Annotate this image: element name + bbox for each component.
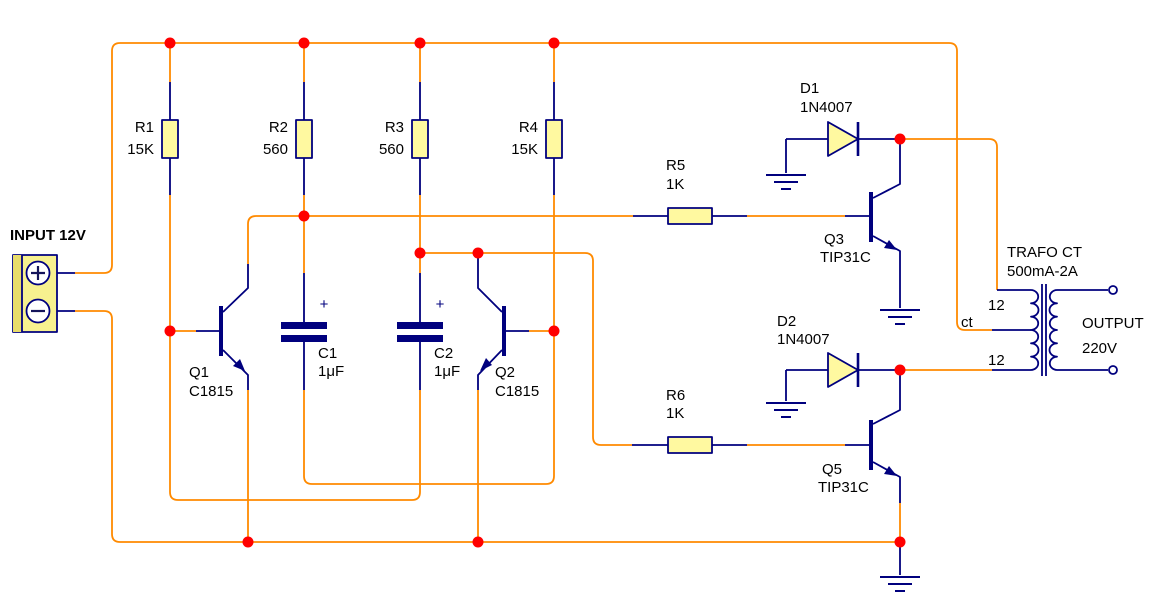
diode-D2-ref: D2: [777, 313, 796, 330]
resistor-R2-ref: R2: [269, 119, 288, 136]
resistor-R1-body: [161, 119, 179, 159]
resistor-R4-value: 15K: [511, 141, 538, 158]
resistor-R2-value: 560: [263, 141, 288, 158]
junction-dots: [164, 37, 906, 548]
resistor-R4-ref: R4: [519, 119, 538, 136]
output-label: OUTPUT: [1082, 315, 1144, 332]
transformer-primary-top-label: 12: [988, 297, 1005, 314]
capacitor-C2-value: 1μF: [434, 363, 460, 380]
ground-icon: [765, 402, 807, 418]
capacitor-C2-ref: C2: [434, 345, 453, 362]
transistor-Q2-ref: Q2: [495, 364, 515, 381]
transformer-symbol: [1030, 284, 1118, 376]
diode-D1-ref: D1: [800, 80, 819, 97]
capacitor-C2-symbol: [397, 322, 443, 342]
secondary-winding: [1048, 289, 1058, 371]
capacitor-C1-symbol: [281, 322, 327, 342]
resistor-R3-value: 560: [379, 141, 404, 158]
plus-icon: [31, 266, 45, 280]
wires-navy: [57, 82, 1108, 575]
resistor-R1-ref: R1: [135, 119, 154, 136]
ground-icon: [879, 309, 921, 325]
diode-D2-part: 1N4007: [777, 331, 830, 348]
transformer-primary-bottom-label: 12: [988, 352, 1005, 369]
resistor-R5-ref: R5: [666, 157, 685, 174]
resistor-R6-body: [667, 436, 713, 454]
transistor-Q1-symbol: [196, 264, 249, 390]
transistor-Q2-part: C1815: [495, 383, 539, 400]
resistor-R5-body: [667, 207, 713, 225]
transformer-rating: 500mA-2A: [1007, 263, 1078, 280]
transformer-center-tap-label: ct: [961, 314, 974, 331]
transistor-Q1-part: C1815: [189, 383, 233, 400]
ground-icon: [765, 174, 807, 190]
resistor-R6-ref: R6: [666, 387, 685, 404]
primary-winding: [1030, 289, 1040, 371]
input-label: INPUT 12V: [10, 227, 86, 244]
resistor-R3-ref: R3: [385, 119, 404, 136]
capacitor-C1-ref: C1: [318, 345, 337, 362]
capacitor-C2-polarity: +: [436, 296, 445, 313]
resistor-R2-body: [295, 119, 313, 159]
transistor-Q1-ref: Q1: [189, 364, 209, 381]
transistor-Q5-part: TIP31C: [818, 479, 869, 496]
capacitor-C1-polarity: +: [320, 296, 329, 313]
transformer-title: TRAFO CT: [1007, 244, 1082, 261]
diode-D1-symbol: [827, 121, 860, 157]
transistor-Q5-symbol: [869, 370, 901, 503]
transistor-Q2-symbol: [477, 253, 529, 390]
diode-D1-part: 1N4007: [800, 99, 853, 116]
resistor-R6-value: 1K: [666, 405, 684, 422]
capacitor-C1-value: 1μF: [318, 363, 344, 380]
transistor-Q3-ref: Q3: [824, 231, 844, 248]
input-terminal-block: [12, 254, 58, 333]
diode-D2-symbol: [827, 352, 860, 388]
ground-icon: [879, 576, 921, 592]
resistor-R5-value: 1K: [666, 176, 684, 193]
output-terminal-bottom: [1108, 365, 1118, 375]
transistor-Q5-ref: Q5: [822, 461, 842, 478]
transistor-Q3-part: TIP31C: [820, 249, 871, 266]
output-voltage: 220V: [1082, 340, 1117, 357]
resistor-R3-body: [411, 119, 429, 159]
output-terminal-top: [1108, 285, 1118, 295]
resistor-R1-value: 15K: [127, 141, 154, 158]
core: [1041, 284, 1047, 376]
wires-orange: [75, 42, 998, 543]
transistor-Q3-symbol: [869, 139, 901, 308]
resistor-R4-body: [545, 119, 563, 159]
